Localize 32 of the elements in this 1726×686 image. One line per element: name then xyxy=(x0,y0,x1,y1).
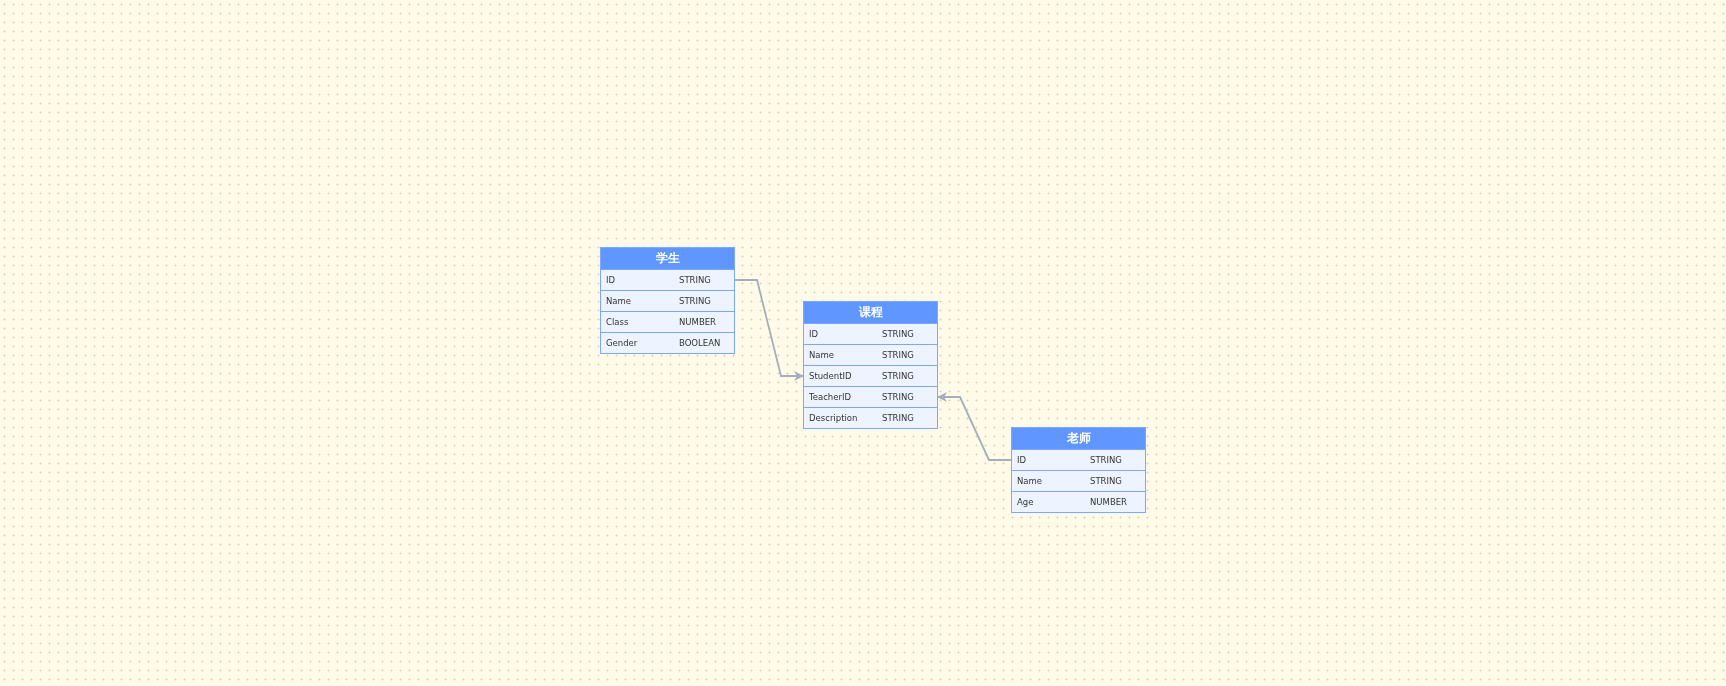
field-name: ID xyxy=(1017,454,1027,467)
field-name: Name xyxy=(809,349,835,362)
field-type: STRING xyxy=(882,391,914,404)
field-name: ID xyxy=(606,274,616,287)
entity-table xyxy=(803,301,938,429)
field-name: Age xyxy=(1017,496,1034,509)
field-type: STRING xyxy=(679,274,711,287)
field-name: Class xyxy=(606,316,629,329)
field-type: STRING xyxy=(882,412,914,425)
entity-table xyxy=(1011,427,1146,513)
entity-table xyxy=(600,247,735,354)
field-name: Gender xyxy=(606,337,638,350)
field-name: Description xyxy=(809,412,858,425)
field-type: STRING xyxy=(1090,454,1122,467)
field-type: STRING xyxy=(679,295,711,308)
field-type: STRING xyxy=(882,349,914,362)
arrow xyxy=(734,279,804,381)
field-type: BOOLEAN xyxy=(679,337,721,350)
field-type: NUMBER xyxy=(1090,496,1128,509)
field-name: StudentID xyxy=(809,370,852,383)
table-header: 课程 xyxy=(804,302,937,323)
field-name: Name xyxy=(1017,475,1043,488)
field-type: STRING xyxy=(882,370,914,383)
field-type: NUMBER xyxy=(679,316,717,329)
table-header: 老师 xyxy=(1012,428,1145,449)
table-header: 学生 xyxy=(601,248,734,269)
field-type: STRING xyxy=(882,328,914,341)
field-name: ID xyxy=(809,328,819,341)
arrow xyxy=(937,392,1012,461)
field-type: STRING xyxy=(1090,475,1122,488)
field-name: Name xyxy=(606,295,632,308)
field-name: TeacherID xyxy=(809,391,852,404)
